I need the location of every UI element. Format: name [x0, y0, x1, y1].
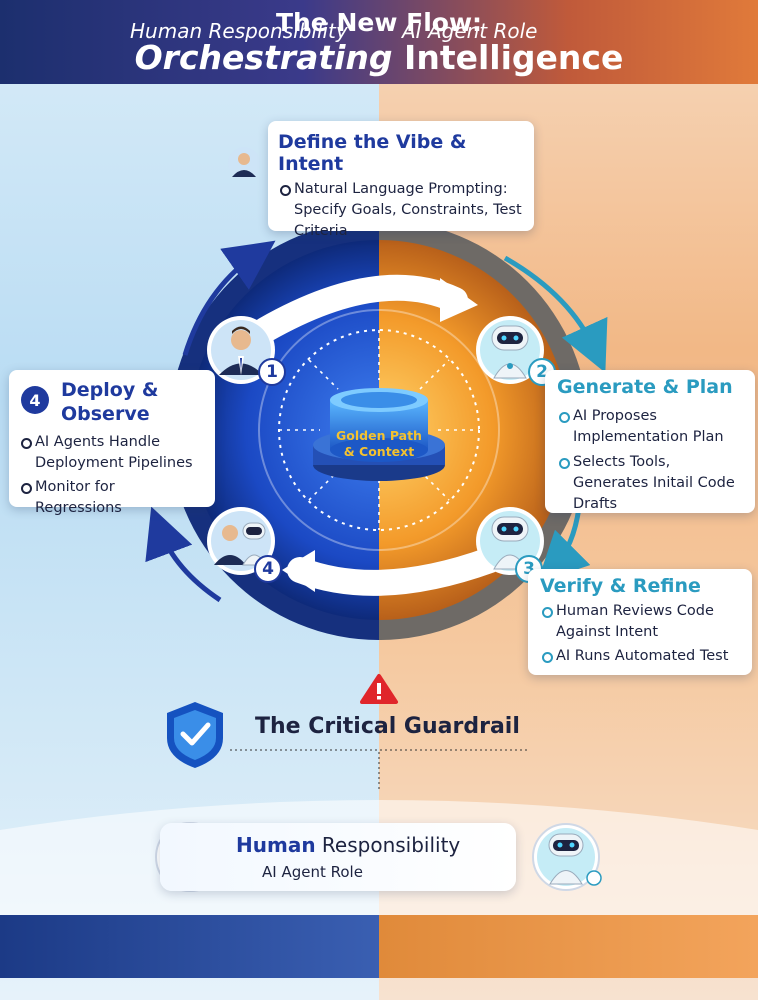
warning-icon	[360, 674, 398, 704]
responsibility-legend-card: Human Responsibility AI Agent Role	[160, 823, 516, 891]
step-1-human-avatar-icon	[207, 316, 275, 384]
step-2-robot-avatar-icon	[476, 316, 544, 384]
footer-ai-band	[379, 915, 758, 978]
center-label-line-1: Golden Path	[336, 428, 422, 443]
step-1-badge: 1	[258, 358, 286, 386]
step-deploy-list: AI Agents Handle Deployment Pipelines Mo…	[19, 432, 205, 519]
step-deploy-number: 4	[21, 386, 49, 414]
footer-human-label: Human Responsibility	[130, 19, 348, 43]
list-item: Natural Language Prompting: Specify Goal…	[278, 179, 526, 242]
legend-card-title: Human Responsibility	[236, 833, 460, 857]
step-deploy-header: 4 Deploy &Observe	[19, 378, 205, 426]
legend-card-title-bold: Human	[236, 833, 316, 857]
list-item: AI Agents Handle Deployment Pipelines	[19, 432, 205, 474]
step-verify-list: Human Reviews Code Against Intent AI Run…	[540, 601, 742, 667]
golden-path-database-icon	[313, 388, 445, 481]
step-verify-card: Verify & Refine Human Reviews Code Again…	[528, 569, 752, 675]
ai-agent-role-robot-icon	[532, 823, 602, 891]
step-deploy-title-line-1: Deploy &	[61, 379, 159, 401]
list-item: AI Runs Automated Test	[540, 646, 742, 667]
step-define-list: Natural Language Prompting: Specify Goal…	[278, 179, 526, 242]
step-deploy-title-line-2: Observe	[61, 403, 150, 425]
center-label: Golden Path & Context	[329, 428, 429, 460]
title-emphasis: Orchestrating	[134, 38, 393, 77]
step-deploy-title: Deploy &Observe	[61, 378, 158, 426]
title-rest: Intelligence	[392, 38, 624, 77]
inner-ring	[258, 309, 500, 551]
step-define-card: Define the Vibe & Intent Natural Languag…	[268, 121, 534, 239]
flow-arrow-top	[252, 274, 468, 343]
guardrail-title: The Critical Guardrail	[255, 714, 520, 739]
legend-card-title-rest: Responsibility	[315, 833, 461, 857]
step-generate-title: Generate & Plan	[557, 376, 733, 398]
footer-human-band	[0, 915, 379, 978]
flow-arrow-bottom	[287, 547, 503, 596]
step-4-badge: 4	[254, 555, 282, 583]
list-item: AI Proposes Implementation Plan	[557, 406, 745, 448]
list-item: Selects Tools, Generates Initail Code Dr…	[557, 452, 745, 515]
title-line-2: Orchestrating Intelligence	[0, 38, 758, 77]
step-define-title: Define the Vibe & Intent	[278, 131, 467, 175]
step-generate-list: AI Proposes Implementation Plan Selects …	[557, 406, 745, 515]
flow-arrow-bottom-head	[282, 550, 315, 592]
legend-card-subtitle: AI Agent Role	[262, 863, 363, 881]
list-item: Human Reviews Code Against Intent	[540, 601, 742, 643]
step-verify-title: Verify & Refine	[540, 575, 701, 597]
outer-arrow-top-right	[503, 255, 608, 373]
header: The New Flow: Orchestrating Intelligence	[0, 0, 758, 84]
step-generate-card: Generate & Plan AI Proposes Implementati…	[545, 370, 755, 513]
outer-arrow-top-left	[182, 240, 276, 356]
outer-arrow-bottom-left	[145, 506, 222, 603]
flow-arrow-top-head	[440, 278, 478, 322]
footer-ai-label: AI Agent Role	[402, 19, 538, 43]
list-item: Monitor for Regressions	[19, 477, 205, 519]
step-deploy-card: 4 Deploy &Observe AI Agents Handle Deplo…	[9, 370, 215, 516]
shield-check-icon	[167, 702, 223, 768]
center-label-line-2: & Context	[343, 444, 415, 459]
title-line-1: The New Flow:	[275, 8, 483, 37]
define-card-avatar-icon	[228, 147, 260, 179]
